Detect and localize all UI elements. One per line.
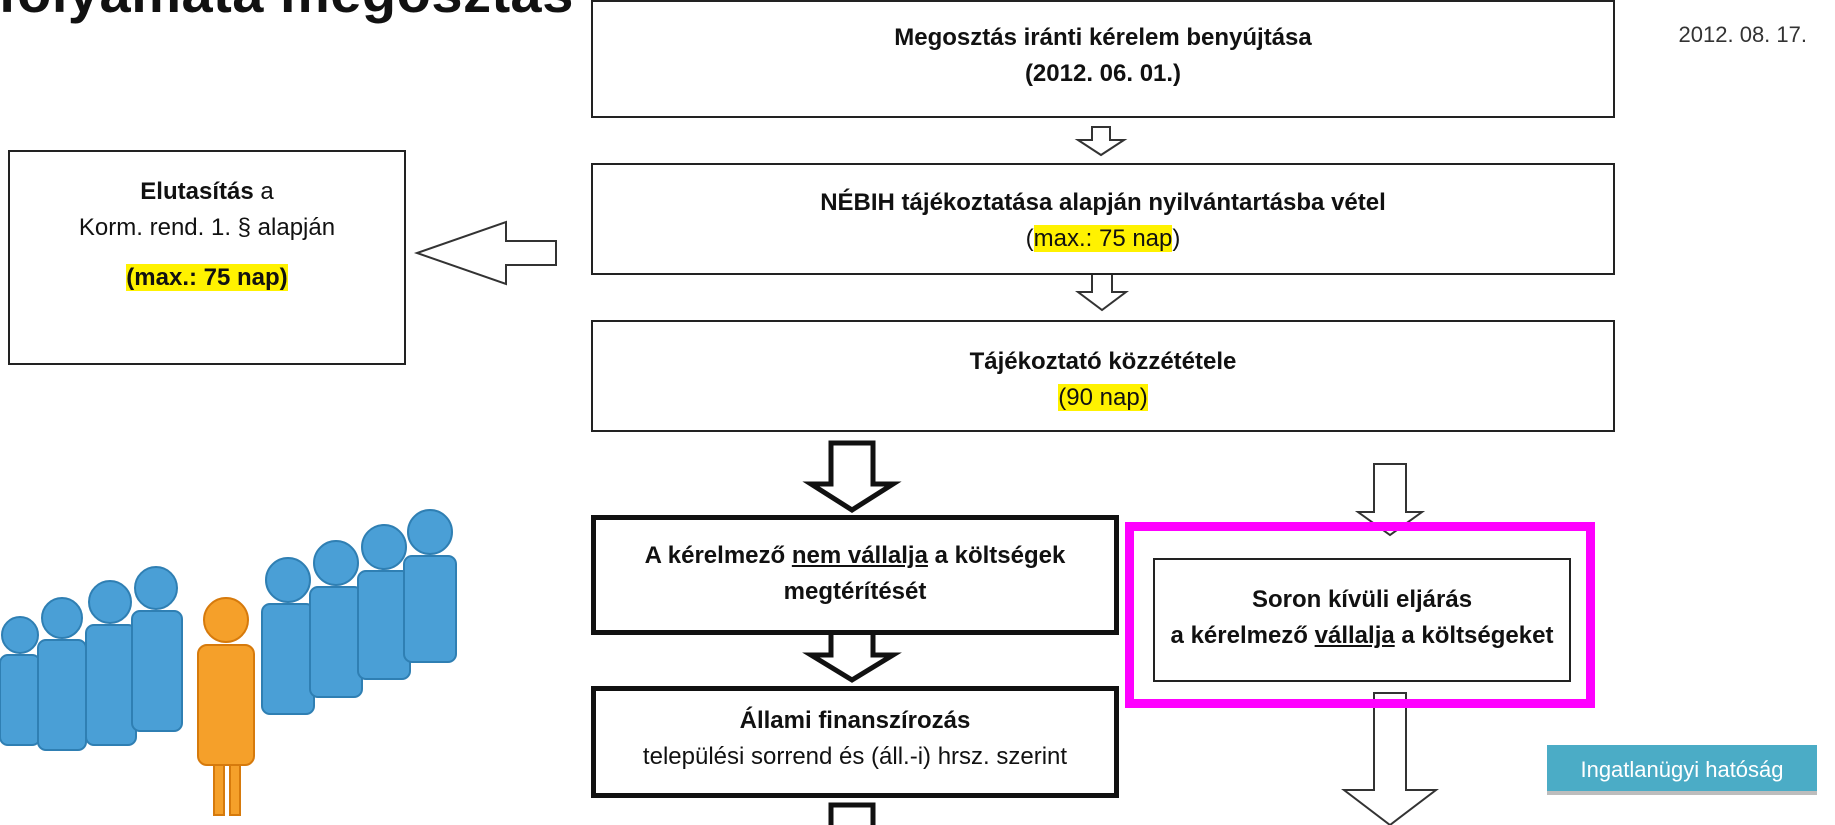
registration-deadline: (max.: 75 nap) xyxy=(1025,225,1181,252)
publication-box: Tájékoztató közzététele (90 nap) xyxy=(591,320,1615,432)
state-funding-box: Állami finanszírozás települési sorrend … xyxy=(591,686,1119,798)
registration-box: NÉBIH tájékoztatása alapján nyilvántartá… xyxy=(591,163,1615,275)
arrow-down-1 xyxy=(1074,126,1128,157)
authority-badge: Ingatlanügyi hatóság xyxy=(1547,745,1817,795)
arrow-down-bold-2 xyxy=(802,628,902,683)
rejection-legal-basis: Korm. rend. 1. § alapján xyxy=(78,214,336,241)
publication-deadline: (90 nap) xyxy=(1058,384,1148,411)
extraordinary-title: Soron kívüli eljárás xyxy=(1251,586,1473,613)
rejection-deadline: (max.: 75 nap) xyxy=(126,264,288,291)
arrow-left-1 xyxy=(413,220,557,286)
no-cost-box: A kérelmező nem vállalja a költségek meg… xyxy=(591,515,1119,635)
submission-box: Megosztás iránti kérelem benyújtása (201… xyxy=(591,0,1615,118)
submission-date: (2012. 06. 01.) xyxy=(1024,60,1182,87)
extraordinary-subtitle: a kérelmező vállalja a költségeket xyxy=(1170,622,1554,649)
state-funding-title: Állami finanszírozás xyxy=(739,707,971,734)
date-label: 2012. 08. 17. xyxy=(1678,22,1807,47)
no-cost-title: A kérelmező nem vállalja a költségek xyxy=(644,542,1066,569)
people-crowd-illustration xyxy=(0,509,457,816)
rejection-box: Elutasítás a Korm. rend. 1. § alapján (m… xyxy=(8,150,406,365)
arrow-down-2 xyxy=(1075,270,1129,312)
registration-title: NÉBIH tájékoztatása alapján nyilvántartá… xyxy=(820,189,1386,216)
submission-title: Megosztás iránti kérelem benyújtása xyxy=(894,24,1312,51)
state-funding-subtitle: települési sorrend és (áll.-i) hrsz. sze… xyxy=(642,743,1068,770)
publication-title: Tájékoztató közzététele xyxy=(969,348,1237,375)
no-cost-subtitle: megtérítését xyxy=(783,578,927,605)
rejection-title: Elutasítás a xyxy=(10,174,404,210)
rejection-bold: Elutasítás xyxy=(140,178,254,205)
extraordinary-box: Soron kívüli eljárás a kérelmező vállalj… xyxy=(1153,558,1571,682)
arrow-down-bold-1 xyxy=(802,440,902,513)
rejection-suffix: a xyxy=(253,178,274,205)
highlight-frame xyxy=(1125,522,1595,708)
arrow-down-4 xyxy=(1341,692,1439,825)
arrow-down-bold-3 xyxy=(828,802,876,825)
